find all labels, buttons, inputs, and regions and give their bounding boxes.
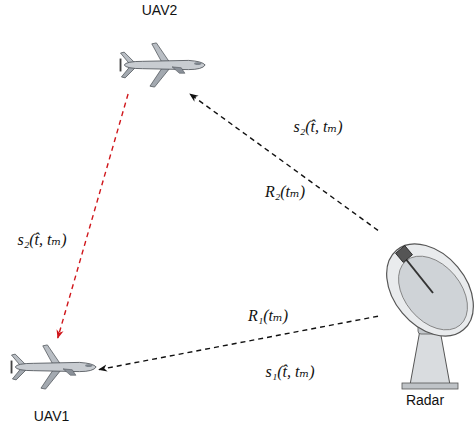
signal-path xyxy=(99,316,378,369)
range-label: R₂(tₘ) xyxy=(263,183,307,201)
radar-dish xyxy=(369,227,474,389)
uav-node: Radar xyxy=(378,228,472,408)
node-label: Radar xyxy=(406,392,444,408)
node-label: UAV2 xyxy=(142,2,178,18)
signal-label: s₂(t̂, tₘ) xyxy=(291,118,344,136)
node-label: UAV1 xyxy=(34,408,70,424)
signal-label: s₁(t̂, tₘ) xyxy=(263,363,316,381)
signal-path xyxy=(190,94,378,230)
signal-path xyxy=(58,94,128,338)
signal-label: s₂(t̂, tₘ) xyxy=(15,231,68,249)
uav-drone xyxy=(11,345,97,389)
range-label: R₁(tₘ) xyxy=(246,307,290,325)
uav-drone xyxy=(120,43,206,87)
uav-node: UAV2 xyxy=(112,2,207,94)
uav-node: UAV1 xyxy=(4,338,99,424)
